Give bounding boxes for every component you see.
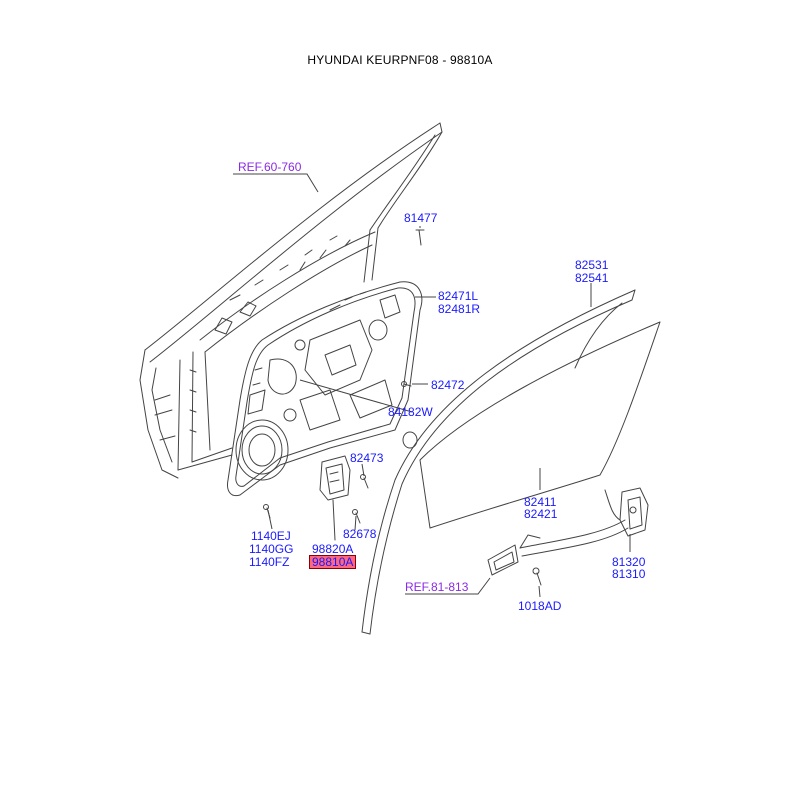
handle-and-latch [487, 487, 649, 576]
label-1140GG[interactable]: 1140GG [249, 542, 294, 556]
label-81320[interactable]: 81320 [612, 555, 646, 569]
label-81477[interactable]: 81477 [404, 211, 438, 225]
label-98820A[interactable]: 98820A [312, 542, 354, 556]
leader-lines [233, 173, 631, 598]
label-82678[interactable]: 82678 [343, 527, 377, 541]
diagram-title: HYUNDAI KEURPNF08 - 98810A [307, 53, 493, 67]
label-1140FZ[interactable]: 1140FZ [249, 555, 290, 569]
label-82473[interactable]: 82473 [350, 451, 384, 465]
label-1140EJ[interactable]: 1140EJ [251, 529, 291, 543]
label-ref-81-813[interactable]: REF.81-813 [405, 580, 469, 594]
fasteners [263, 229, 542, 586]
label-81310[interactable]: 81310 [612, 567, 646, 581]
window-glass [419, 321, 661, 529]
label-ref-60-760[interactable]: REF.60-760 [238, 160, 302, 174]
label-82531[interactable]: 82531 [575, 258, 609, 272]
label-82541[interactable]: 82541 [575, 271, 609, 285]
label-1018AD[interactable]: 1018AD [518, 599, 562, 613]
door-frame [139, 122, 443, 479]
door-module-panel [227, 281, 423, 497]
label-82411[interactable]: 82411 [524, 495, 557, 509]
label-82471L[interactable]: 82471L [438, 289, 479, 303]
label-82421[interactable]: 82421 [524, 507, 558, 521]
label-82481R[interactable]: 82481R [438, 302, 481, 316]
label-84182W[interactable]: 84182W [388, 405, 433, 419]
label-82472[interactable]: 82472 [431, 378, 465, 392]
label-98810A-highlighted[interactable]: 98810A [309, 555, 357, 569]
window-regulator [319, 455, 351, 541]
glass-run-channel [361, 289, 636, 635]
